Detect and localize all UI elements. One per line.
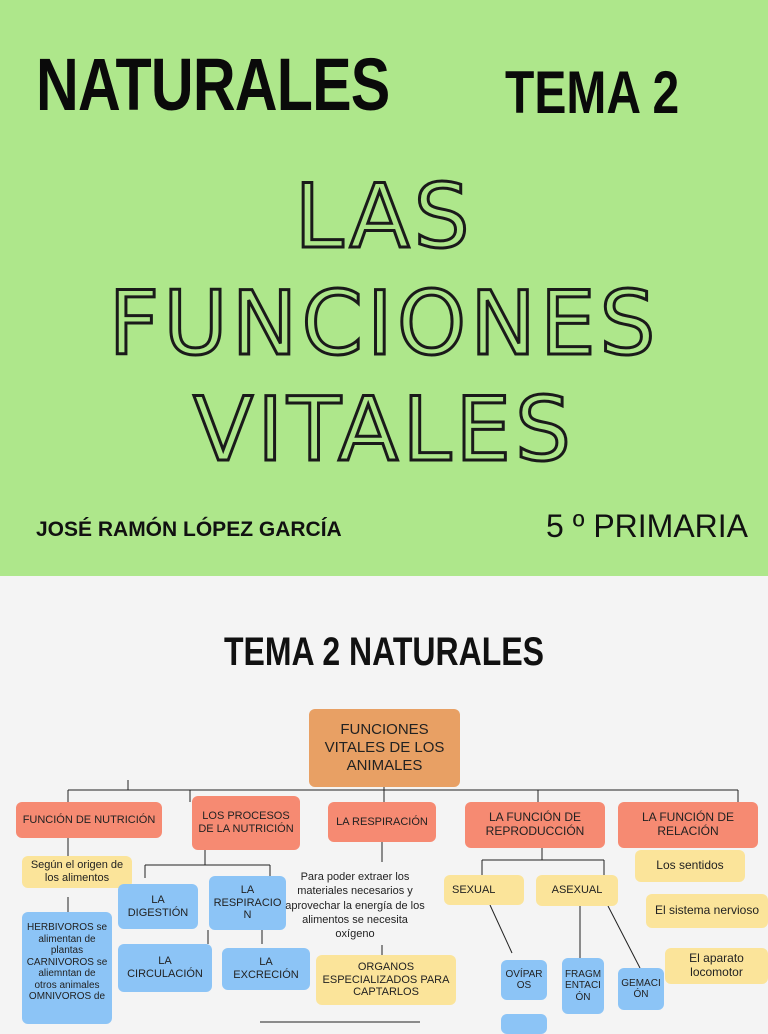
origen-node: Según el origen de los alimentos: [22, 856, 132, 888]
title-line-2: FUNCIONES: [107, 271, 660, 377]
procesos-node: LOS PROCESOS DE LA NUTRICIÓN: [192, 796, 300, 850]
excrecion-node: LA EXCRECIÓN: [222, 948, 310, 990]
root-node: FUNCIONES VITALES DE LOS ANIMALES: [309, 709, 460, 787]
author-name: JOSÉ RAMÓN LÓPEZ GARCÍA: [36, 518, 342, 541]
oviparos-node: OVÍPAR OS: [501, 960, 547, 1000]
organos-node: ORGANOS ESPECIALIZADOS PARA CAPTARLOS: [316, 955, 456, 1005]
sexual-node: SEXUAL: [444, 875, 524, 905]
nutricion-node: FUNCIÓN DE NUTRICIÓN: [16, 802, 162, 838]
reproduccion-node: LA FUNCIÓN DE REPRODUCCIÓN: [465, 802, 605, 848]
aparato-locomotor-node: El aparato locomotor: [665, 948, 768, 984]
respiracion-description: Para poder extraer los materiales necesa…: [285, 871, 425, 941]
title-line-1: LAS: [293, 164, 474, 270]
title-line-3: VITALES: [192, 377, 575, 483]
respiracion-proceso-node: LA RESPIRACIO N: [209, 876, 286, 930]
viviparos-node-partial: [501, 1014, 547, 1034]
gemacion-node: GEMACI ÓN: [618, 968, 664, 1010]
concept-map-heading: TEMA 2 NATURALES: [223, 630, 544, 674]
sentidos-node: Los sentidos: [635, 850, 745, 882]
relacion-node: LA FUNCIÓN DE RELACIÓN: [618, 802, 758, 848]
asexual-node: ASEXUAL: [536, 875, 618, 906]
respiracion-node: LA RESPIRACIÓN: [328, 802, 436, 842]
grade-label: 5 º PRIMARIA: [546, 508, 748, 544]
fragmentacion-node: FRAGM ENTACI ÓN: [562, 958, 604, 1014]
sistema-nervioso-node: El sistema nervioso: [646, 894, 768, 928]
topic-title: TEMA 2: [505, 59, 680, 126]
tipos-alimentacion-node: HERBIVOROS se alimentan de plantas CARNI…: [22, 912, 112, 1024]
subject-title: NATURALES: [36, 43, 390, 126]
cover-page: NATURALES TEMA 2 LAS FUNCIONES VITALES J…: [0, 0, 768, 576]
digestion-node: LA DIGESTIÓN: [118, 884, 198, 929]
circulacion-node: LA CIRCULACIÓN: [118, 944, 212, 992]
